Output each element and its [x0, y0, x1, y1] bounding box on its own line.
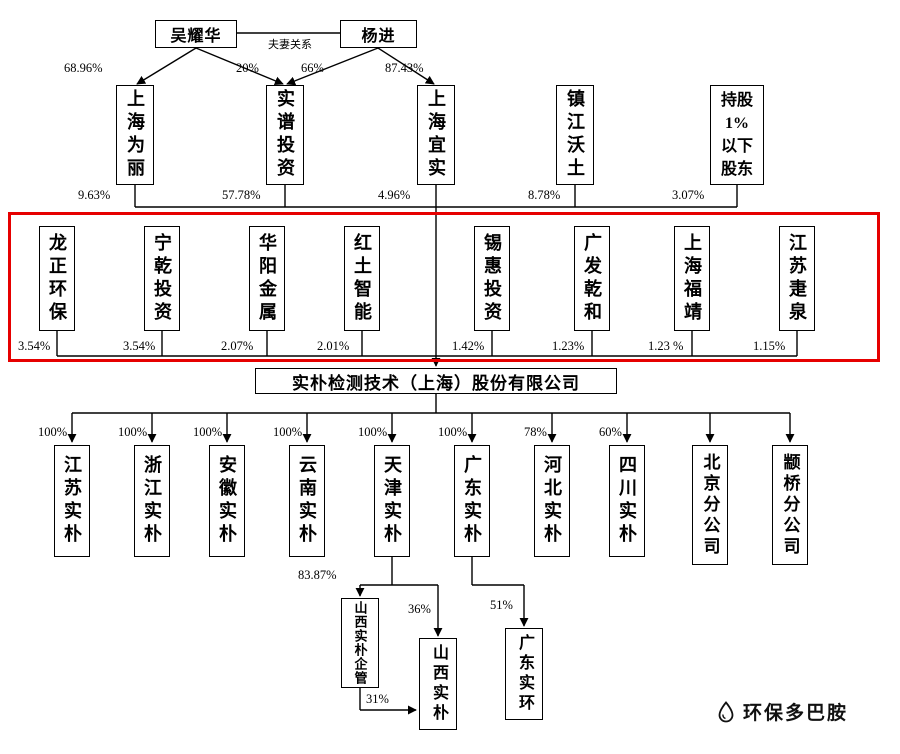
shareholder-box: 上海福靖: [674, 226, 710, 331]
subsidiary-box: 云南实朴: [289, 445, 325, 557]
shareholder-name-label: 镇江沃土: [565, 89, 585, 181]
shareholder-name-label: 广发乾和: [582, 232, 602, 325]
subsidiary-name-label: 四川实朴: [617, 455, 637, 547]
ownership-percentage-label: 9.63%: [78, 188, 111, 202]
subsidiary-name-label: 山西实朴企管: [352, 601, 368, 685]
ownership-percentage-label: 3.54%: [18, 339, 51, 353]
shareholder-box: 上海为丽: [116, 85, 154, 185]
ownership-percentage-label: 57.78%: [222, 188, 261, 202]
ownership-percentage-label: 100%: [193, 425, 223, 439]
ownership-percentage-label: 31%: [366, 692, 389, 706]
ownership-percentage-label: 100%: [438, 425, 468, 439]
shareholder-box: 宁乾投资: [144, 226, 180, 331]
subsidiary-name-label: 广东实环: [516, 634, 533, 714]
subsidiary-box: 河北实朴: [534, 445, 570, 557]
company-name-label: 实朴检测技术（上海）股份有限公司: [292, 373, 580, 393]
person-name-label: 吴耀华: [170, 28, 222, 45]
shareholder-box: 实谱投资: [266, 85, 304, 185]
ownership-percentage-label: 100%: [38, 425, 68, 439]
subsidiary-box: 广东实朴: [454, 445, 490, 557]
ownership-percentage-label: 36%: [408, 602, 431, 616]
watermark: 环保多巴胺: [714, 698, 848, 725]
ownership-percentage-label: 78%: [524, 425, 547, 439]
ownership-percentage-label: 1.23 %: [648, 339, 684, 353]
shareholder-name-label: 红土智能: [352, 232, 372, 325]
shareholder-box: 龙正环保: [39, 226, 75, 331]
shareholder-name-label: 上海为丽: [125, 89, 145, 181]
subsidiary-box: 浙江实朴: [134, 445, 170, 557]
shareholder-box: 上海宜实: [417, 85, 455, 185]
subsidiary-box: 山西实朴: [419, 638, 457, 730]
subsidiary-name-label: 河北实朴: [542, 455, 562, 547]
shareholder-box: 持股 1% 以下 股东: [710, 85, 764, 185]
subsidiary-name-label: 广东实朴: [462, 455, 482, 547]
ownership-percentage-label: 51%: [490, 598, 513, 612]
person-box: 杨进: [340, 20, 417, 48]
ownership-percentage-label: 2.07%: [221, 339, 254, 353]
branch-office-box: 北京分公司: [692, 445, 728, 565]
ownership-percentage-label: 1.42%: [452, 339, 485, 353]
shareholder-name-label: 锡惠投资: [482, 232, 502, 325]
subsidiary-name-label: 云南实朴: [297, 455, 317, 547]
ownership-percentage-label: 100%: [273, 425, 303, 439]
ownership-percentage-label: 87.43%: [385, 61, 424, 75]
subsidiary-box: 山西实朴企管: [341, 598, 379, 688]
shareholder-box: 江苏疌泉: [779, 226, 815, 331]
company-box: 实朴检测技术（上海）股份有限公司: [255, 368, 617, 394]
ownership-percentage-label: 20%: [236, 61, 259, 75]
subsidiary-box: 江苏实朴: [54, 445, 90, 557]
relation-label: 夫妻关系: [268, 39, 312, 51]
shareholder-box: 锡惠投资: [474, 226, 510, 331]
branch-office-box: 颛桥分公司: [772, 445, 808, 565]
shareholder-name-label: 实谱投资: [275, 89, 295, 181]
subsidiary-box: 安徽实朴: [209, 445, 245, 557]
shareholder-name-label: 上海福靖: [682, 232, 702, 325]
ownership-percentage-label: 4.96%: [378, 188, 411, 202]
shareholder-name-label: 持股 1% 以下 股东: [720, 91, 753, 179]
branch-office-name-label: 北京分公司: [700, 452, 720, 558]
ownership-percentage-label: 2.01%: [317, 339, 350, 353]
ownership-percentage-label: 3.54%: [123, 339, 156, 353]
shareholder-name-label: 江苏疌泉: [787, 232, 807, 325]
ownership-percentage-label: 100%: [358, 425, 388, 439]
ownership-percentage-label: 1.23%: [552, 339, 585, 353]
ownership-percentage-label: 68.96%: [64, 61, 103, 75]
shareholder-box: 镇江沃土: [556, 85, 594, 185]
ownership-percentage-label: 8.78%: [528, 188, 561, 202]
subsidiary-name-label: 安徽实朴: [217, 455, 237, 547]
watermark-text: 环保多巴胺: [743, 703, 849, 724]
subsidiary-name-label: 江苏实朴: [62, 455, 82, 547]
water-drop-icon: [714, 700, 738, 724]
person-box: 吴耀华: [155, 20, 237, 48]
shareholder-name-label: 龙正环保: [47, 232, 67, 325]
ownership-percentage-label: 1.15%: [753, 339, 786, 353]
shareholder-box: 华阳金属: [249, 226, 285, 331]
subsidiary-name-label: 天津实朴: [382, 455, 402, 547]
ownership-percentage-label: 60%: [599, 425, 622, 439]
shareholder-name-label: 上海宜实: [426, 89, 446, 181]
branch-office-name-label: 颛桥分公司: [780, 452, 800, 558]
ownership-percentage-label: 100%: [118, 425, 148, 439]
shareholder-box: 广发乾和: [574, 226, 610, 331]
ownership-percentage-label: 66%: [301, 61, 324, 75]
subsidiary-box: 四川实朴: [609, 445, 645, 557]
person-name-label: 杨进: [361, 28, 396, 45]
subsidiary-box: 广东实环: [505, 628, 543, 720]
subsidiary-name-label: 山西实朴: [430, 644, 447, 724]
ownership-percentage-label: 3.07%: [672, 188, 705, 202]
highlight-red-box: [8, 212, 880, 362]
shareholder-box: 红土智能: [344, 226, 380, 331]
ownership-percentage-label: 83.87%: [298, 568, 337, 582]
subsidiary-name-label: 浙江实朴: [142, 455, 162, 547]
shareholder-name-label: 华阳金属: [257, 232, 277, 325]
subsidiary-box: 天津实朴: [374, 445, 410, 557]
shareholder-name-label: 宁乾投资: [152, 232, 172, 325]
